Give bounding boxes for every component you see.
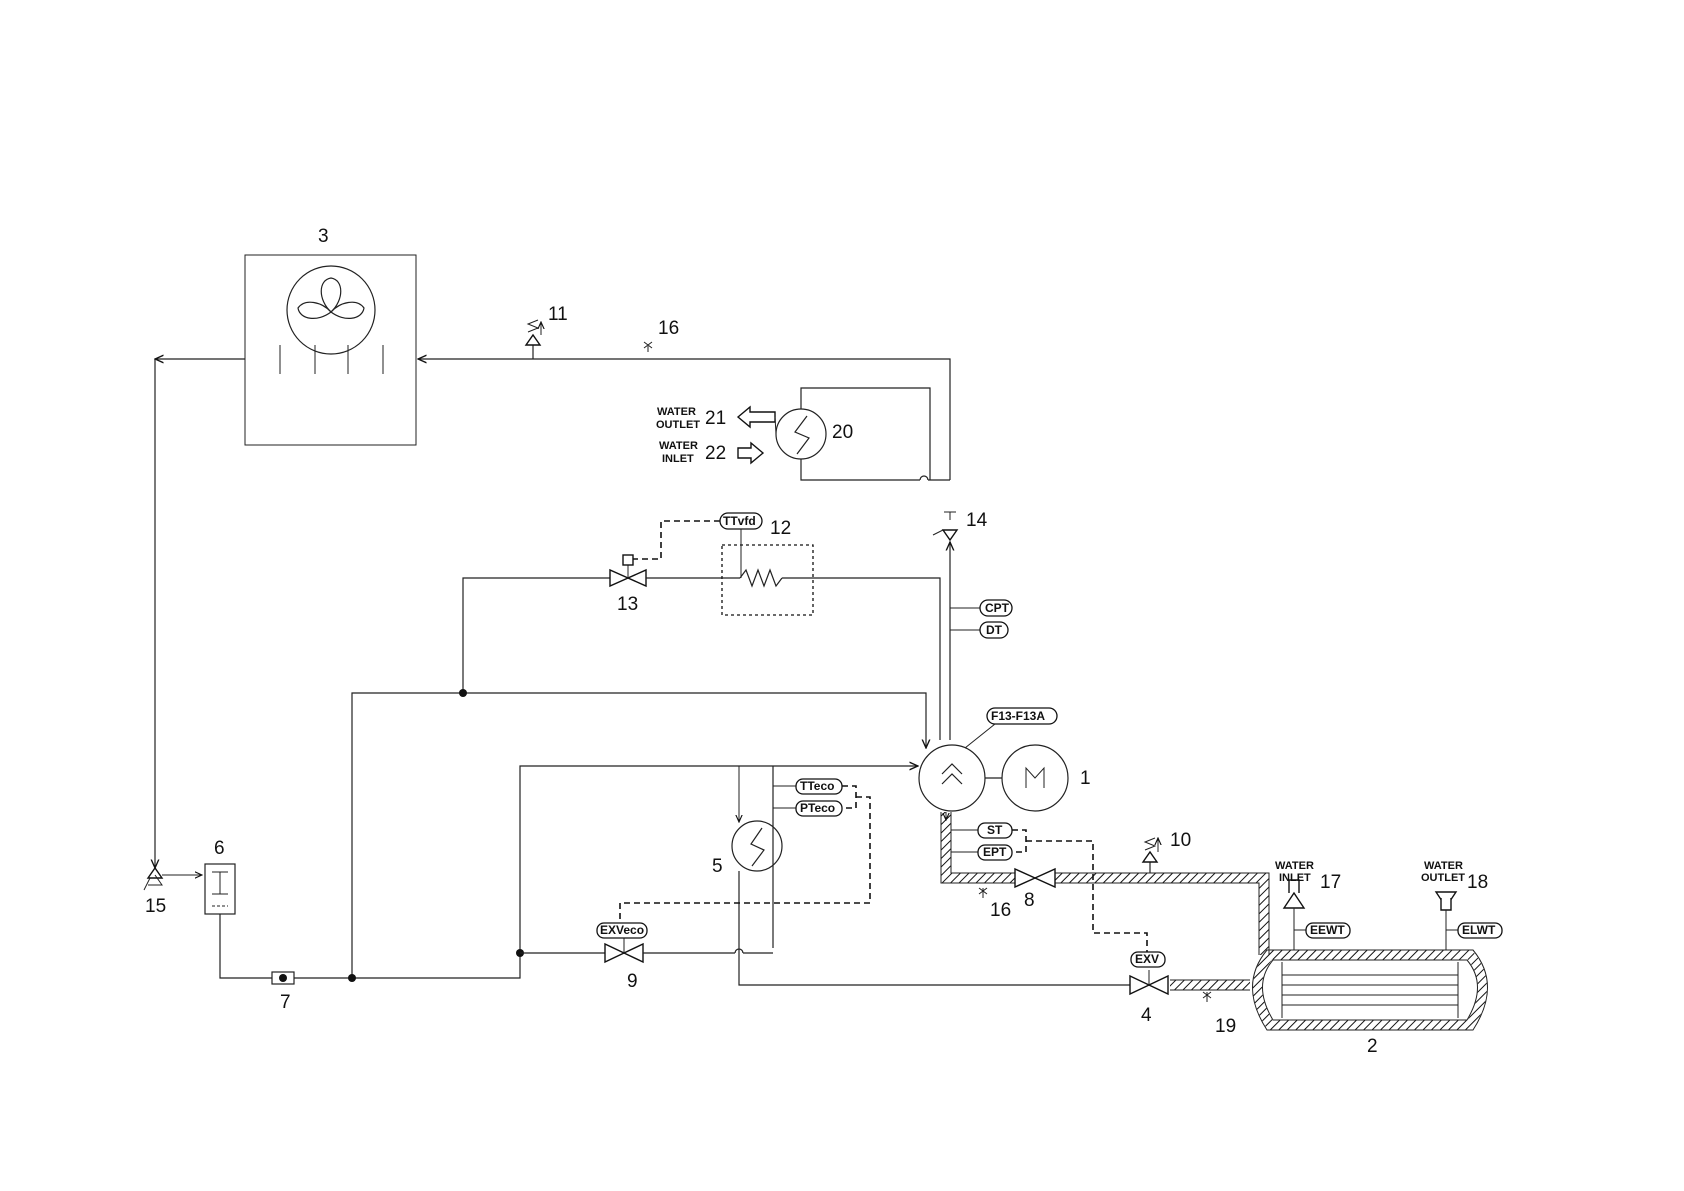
sensor-exv: EXV [1130,951,1166,968]
expansion-valve-9: 9 [604,938,644,992]
label-9: 9 [627,971,638,992]
label-22: 22 [705,443,726,464]
label-21: 21 [705,408,726,429]
label-3: 3 [318,226,329,247]
valve-15: 15 [143,866,166,917]
svg-text:ELWT: ELWT [1462,923,1496,937]
svg-text:INLET: INLET [1279,872,1311,884]
vfd-heat-exchanger-12: 12 [721,518,814,616]
svg-text:TTeco: TTeco [800,779,834,793]
service-valve-16-bottom: 16 [978,887,1011,921]
svg-text:WATER: WATER [1275,860,1314,872]
economizer-5: 5 [712,766,783,978]
sensor-cpt: CPT [979,599,1013,617]
water-inlet-text-2: INLET [662,453,694,465]
service-valve-8: 8 [1014,867,1056,911]
sensor-dt: DT [979,621,1009,639]
water-outlet-arrow [736,405,776,429]
label-19: 19 [1215,1016,1236,1037]
fan-icon [297,277,365,319]
condenser: 3 [244,226,417,446]
svg-text:CPT: CPT [985,601,1010,615]
label-17: 17 [1320,872,1341,893]
label-11: 11 [548,304,568,325]
label-10: 10 [1170,830,1191,851]
sensor-elwt: ELWT [1457,922,1503,939]
sensor-exveco: EXVeco [596,922,648,939]
service-valve-19: 19 [1202,991,1236,1037]
label-16-bottom: 16 [990,900,1011,921]
label-15: 15 [145,896,166,917]
relief-valve-11: 11 [524,304,568,359]
relief-valve-10: 10 [1141,830,1191,873]
svg-text:DT: DT [986,623,1003,637]
heat-recovery-exchanger: 20 21 22 WATER OUTLET WATER INLET [656,387,950,481]
sensor-st: ST [977,822,1013,839]
svg-text:EPT: EPT [983,845,1007,859]
svg-text:EXVeco: EXVeco [600,923,644,937]
svg-text:TTvfd: TTvfd [723,514,756,528]
check-valve-14: 14 [932,510,988,542]
sensor-f13: F13-F13A [964,707,1058,749]
insulated-suction-line [940,812,1270,991]
svg-text:PTeco: PTeco [800,801,835,815]
label-2: 2 [1367,1036,1378,1057]
label-7: 7 [280,992,291,1013]
label-4: 4 [1141,1005,1152,1026]
evaporator-2: 2 [1252,949,1488,1057]
label-18: 18 [1467,872,1488,893]
water-inlet-arrow [737,441,765,465]
sensor-ept: EPT [977,844,1013,861]
solenoid-valve-13: 13 [609,554,647,615]
sensor-pteco: PTeco [795,800,843,817]
water-inlet-text-1: WATER [659,440,698,452]
svg-text:EXV: EXV [1135,952,1159,966]
evaporator-water-inlet: WATER INLET 17 [1275,860,1341,950]
sensor-ttvfd: TTvfd [719,512,763,530]
label-20: 20 [832,422,853,443]
sensor-eewt: EEWT [1305,922,1351,939]
evaporator-water-outlet: WATER OUTLET 18 [1421,860,1488,950]
expansion-valve-4: 4 [1129,970,1169,1026]
water-outlet-text-1: WATER [657,406,696,418]
label-6: 6 [214,838,225,859]
water-outlet-text-2: OUTLET [656,419,700,431]
svg-text:OUTLET: OUTLET [1421,872,1465,884]
svg-text:F13-F13A: F13-F13A [991,709,1045,723]
svg-text:WATER: WATER [1424,860,1463,872]
service-valve-16-top: 16 [643,318,679,352]
label-8: 8 [1024,890,1035,911]
svg-text:ST: ST [987,823,1003,837]
label-13: 13 [617,594,638,615]
label-14: 14 [966,510,988,531]
label-12: 12 [770,518,791,539]
label-16-top: 16 [658,318,679,339]
filter-drier-6: 6 [204,838,236,915]
sight-glass-7: 7 [271,971,295,1013]
label-1: 1 [1080,768,1091,789]
svg-text:EEWT: EEWT [1310,923,1345,937]
label-5: 5 [712,856,723,877]
compressor-1: 1 [918,744,1091,812]
sensor-tteco: TTeco [795,778,843,795]
motor: M [1001,744,1069,812]
